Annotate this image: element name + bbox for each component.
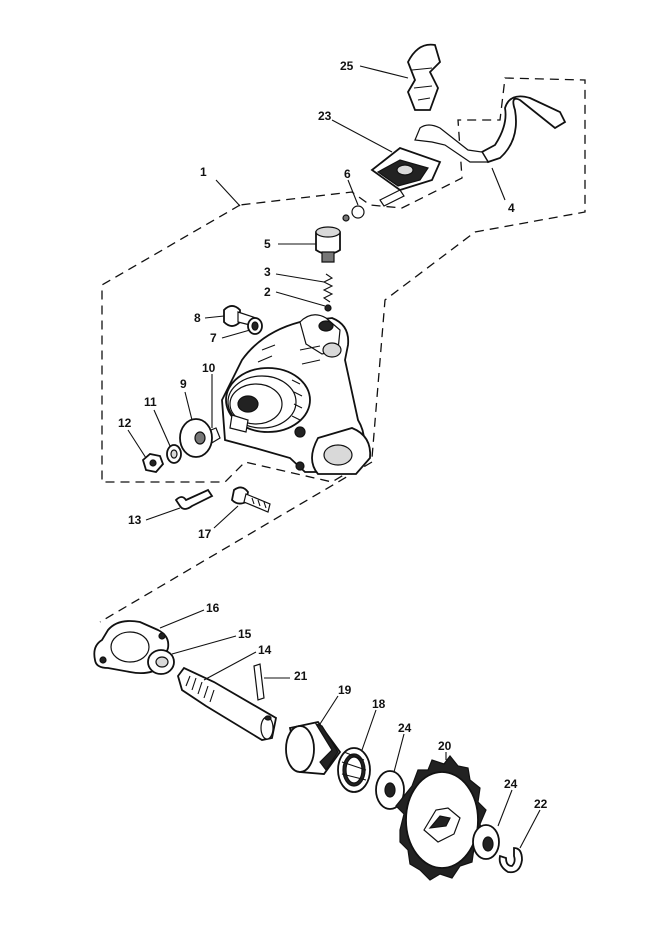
part-labels: 25 23 1 6 4 5 3 2 8 7 10 9 11 12 13 17 1… bbox=[118, 59, 548, 811]
label-25: 25 bbox=[340, 59, 354, 73]
part-2-ball bbox=[324, 304, 332, 312]
label-20: 20 bbox=[438, 739, 452, 753]
label-8: 8 bbox=[194, 311, 201, 325]
label-6: 6 bbox=[344, 167, 351, 181]
label-14: 14 bbox=[258, 643, 272, 657]
part-3-spring bbox=[322, 273, 334, 303]
label-4: 4 bbox=[508, 201, 515, 215]
label-12: 12 bbox=[118, 416, 132, 430]
main-housing bbox=[221, 314, 372, 475]
label-23: 23 bbox=[318, 109, 332, 123]
label-19: 19 bbox=[338, 683, 352, 697]
part-17-bolt bbox=[231, 486, 271, 513]
part-6-small-ball bbox=[342, 205, 365, 222]
part-7-washer bbox=[247, 317, 263, 335]
leader-lines bbox=[127, 65, 541, 849]
label-16: 16 bbox=[206, 601, 220, 615]
label-7: 7 bbox=[210, 331, 217, 345]
part-25-boot bbox=[407, 43, 442, 111]
label-11: 11 bbox=[144, 395, 157, 409]
part-13-clip bbox=[174, 488, 214, 510]
lower-assembly-boundary bbox=[99, 461, 373, 623]
part-21-pin bbox=[253, 663, 265, 701]
part-5-plug bbox=[315, 226, 341, 263]
part-11-washer bbox=[166, 444, 182, 464]
part-18-spring bbox=[337, 747, 371, 793]
part-9-disc bbox=[179, 418, 213, 458]
part-4-kick-lever bbox=[414, 95, 567, 164]
part-24-washer-lower bbox=[472, 824, 500, 860]
label-5: 5 bbox=[264, 237, 271, 251]
label-24-upper: 24 bbox=[398, 721, 412, 735]
label-21: 21 bbox=[294, 669, 308, 683]
part-19-sleeve bbox=[285, 720, 342, 775]
label-10: 10 bbox=[202, 361, 216, 375]
part-23-base-plate bbox=[370, 146, 442, 207]
part-15-washer bbox=[147, 649, 175, 675]
label-18: 18 bbox=[372, 697, 386, 711]
label-15: 15 bbox=[238, 627, 252, 641]
label-13: 13 bbox=[128, 513, 142, 527]
label-1: 1 bbox=[200, 165, 207, 179]
part-20-sprocket bbox=[395, 755, 487, 881]
part-12-nut bbox=[141, 453, 165, 473]
label-3: 3 bbox=[264, 265, 271, 279]
part-22-circlip bbox=[498, 847, 523, 874]
label-9: 9 bbox=[180, 377, 187, 391]
part-14-shaft bbox=[177, 666, 278, 741]
label-24-lower: 24 bbox=[504, 777, 518, 791]
label-17: 17 bbox=[198, 527, 212, 541]
label-22: 22 bbox=[534, 797, 548, 811]
label-2: 2 bbox=[264, 285, 271, 299]
part-24-washer-upper bbox=[375, 770, 405, 810]
assembly-1-boundary bbox=[101, 77, 586, 483]
